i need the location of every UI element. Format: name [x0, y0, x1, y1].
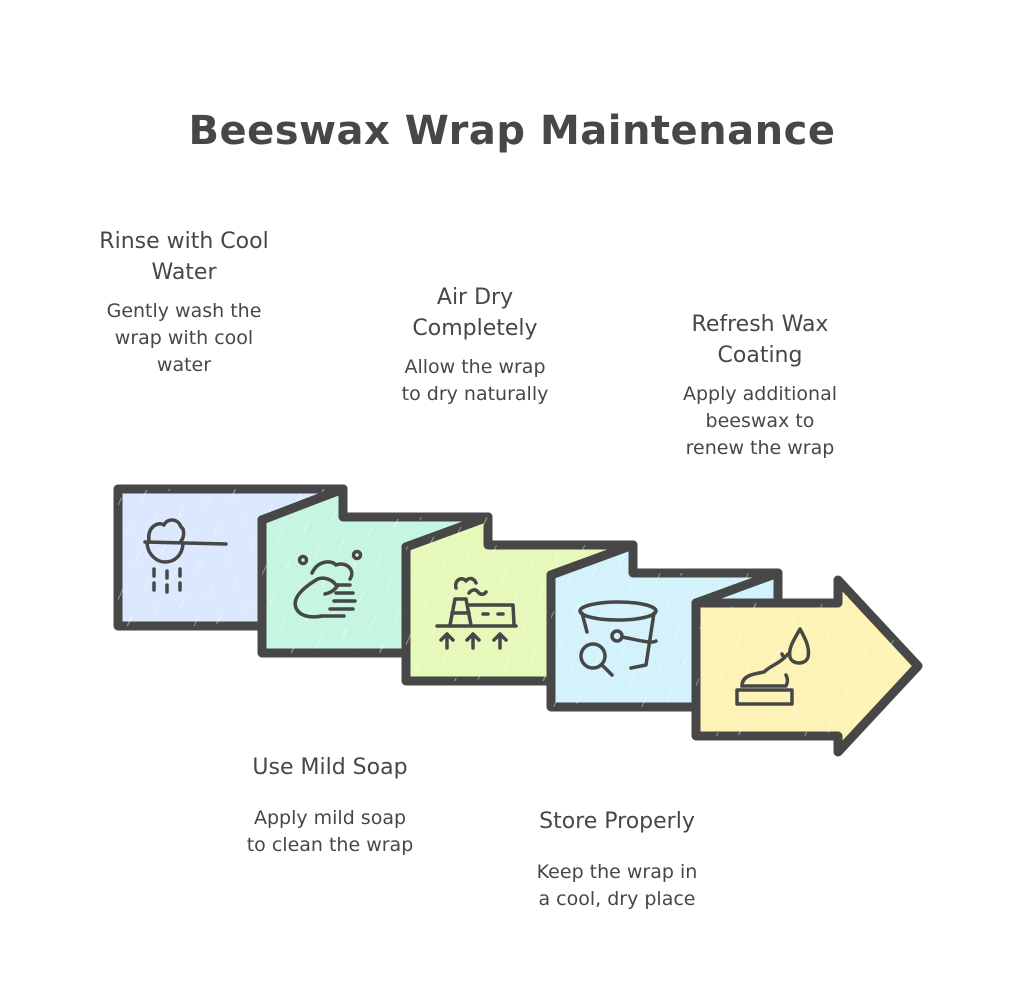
- diagram-title: Beeswax Wrap Maintenance: [188, 108, 836, 154]
- step-1-description: Gently wash the wrap with cool water: [106, 300, 262, 376]
- step-2-label: Use Mild Soap Apply mild soap to clean t…: [210, 752, 450, 859]
- air-dry-factory-icon: [435, 576, 518, 650]
- rinse-scoop-icon: [143, 518, 228, 594]
- step-2-heading: Use Mild Soap: [252, 755, 408, 780]
- step-5-description: Apply additional beeswax to renew the wr…: [682, 383, 838, 459]
- wax-drop-icon: [735, 627, 811, 706]
- step-5-arrow-panel: [691, 575, 923, 757]
- step-3-heading: Air Dry Completely: [412, 285, 538, 341]
- step-5-label: Refresh Wax Coating Apply additional bee…: [640, 309, 880, 462]
- bucket-search-icon: [578, 600, 658, 677]
- step-4-heading: Store Properly: [539, 809, 695, 834]
- step-2-description: Apply mild soap to clean the wrap: [246, 807, 414, 856]
- step-3-description: Allow the wrap to dry naturally: [401, 356, 549, 405]
- step-4-panel: [546, 540, 783, 712]
- step-4-label: Store Properly Keep the wrap in a cool, …: [497, 806, 737, 913]
- step-1-label: Rinse with Cool Water Gently wash the wr…: [64, 226, 304, 379]
- hand-wash-icon: [293, 549, 363, 619]
- step-1-heading: Rinse with Cool Water: [99, 229, 269, 285]
- step-2-panel: [257, 484, 493, 658]
- step-4-description: Keep the wrap in a cool, dry place: [536, 861, 698, 910]
- step-3-label: Air Dry Completely Allow the wrap to dry…: [355, 282, 595, 408]
- step-5-heading: Refresh Wax Coating: [691, 312, 829, 368]
